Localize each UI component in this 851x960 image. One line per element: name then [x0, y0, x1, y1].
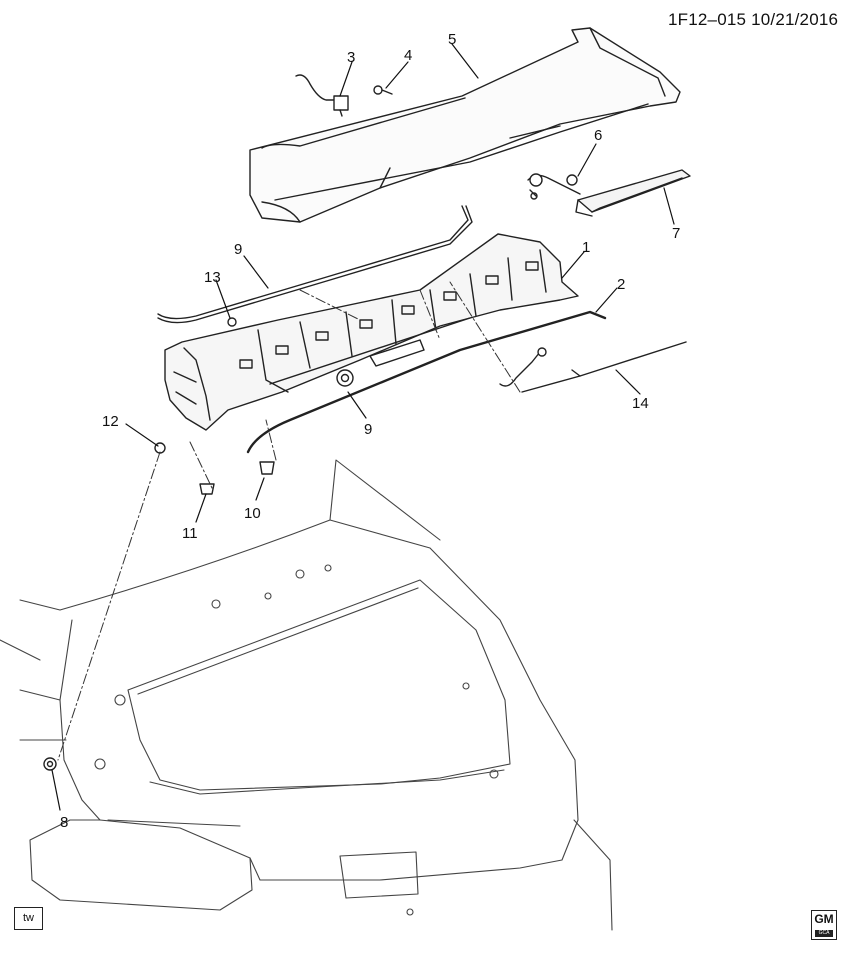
- gm-logo-subtext: GCA: [815, 930, 833, 937]
- callout-2: 2: [617, 276, 625, 293]
- callout-4: 4: [404, 47, 412, 64]
- antenna-wire-part-14: [499, 341, 687, 393]
- liftgate-body: [0, 459, 613, 931]
- carrier-part-1: [164, 233, 579, 431]
- callout-12: 12: [102, 413, 119, 430]
- diagram-code-and-date: 1F12–015 10/21/2016: [668, 10, 839, 29]
- gm-logo: GM GCA: [811, 910, 837, 940]
- callout-13: 13: [204, 269, 221, 286]
- callout-3: 3: [347, 49, 355, 66]
- tw-badge: tw: [14, 907, 43, 930]
- callout-10: 10: [244, 505, 261, 522]
- grommet-part-9-lower: [336, 369, 354, 387]
- spoiler-part-5: [249, 27, 681, 223]
- grommet-part-8: [43, 757, 57, 771]
- seal-part-2: [246, 310, 607, 454]
- clip-part-10: [259, 461, 275, 475]
- gm-logo-text: GM: [814, 912, 834, 926]
- callout-labels: 3 4 5 6 7 1 2 9 13 9 14 12 11 10 8: [60, 31, 680, 831]
- clip-part-11: [199, 483, 215, 495]
- callout-1: 1: [582, 239, 590, 256]
- callout-6: 6: [594, 127, 602, 144]
- callout-7: 7: [672, 225, 680, 242]
- callout-8: 8: [60, 814, 68, 831]
- callout-14: 14: [632, 395, 649, 412]
- stop-lamp-part-7: [575, 169, 691, 217]
- callout-5: 5: [448, 31, 456, 48]
- callout-11: 11: [182, 525, 198, 542]
- callout-9-lower: 9: [364, 421, 372, 438]
- lamp-connector-part-6: [527, 173, 581, 200]
- leader-lines: [51, 43, 675, 811]
- alignment-lines: [57, 281, 521, 761]
- clip-part-13: [227, 317, 237, 327]
- callout-9-upper: 9: [234, 241, 242, 258]
- fastener-part-4: [373, 85, 393, 95]
- harness-part-3: [295, 74, 349, 117]
- seal-part-9-upper: [157, 205, 473, 324]
